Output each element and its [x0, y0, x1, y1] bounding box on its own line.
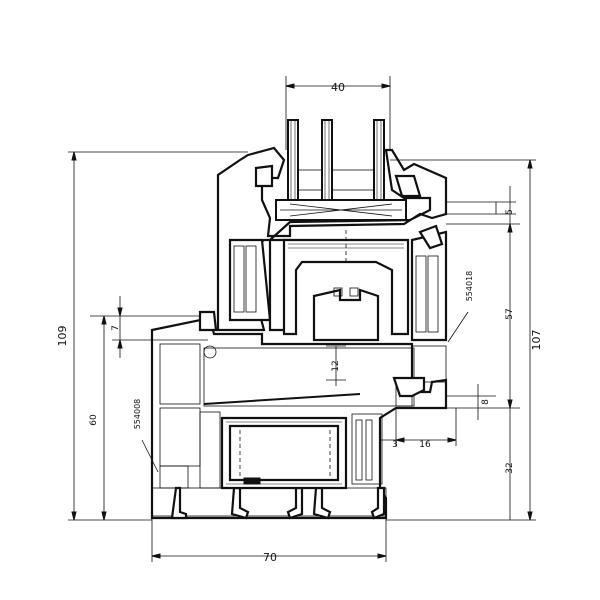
sash-reinforcement	[282, 230, 410, 342]
frame-code-label: 554008	[133, 399, 142, 430]
glass-pane-1	[287, 119, 299, 201]
glazing-block	[275, 199, 407, 221]
dimension-lines	[68, 76, 536, 562]
dim-left-total: 109	[56, 326, 69, 347]
dim-right-8: 8	[481, 399, 491, 405]
frame-reinforcement	[220, 416, 348, 490]
dim-top-width: 40	[331, 81, 345, 94]
spacer-1	[297, 169, 323, 191]
dim-left-7: 7	[111, 325, 121, 331]
dim-right-57: 57	[505, 308, 515, 319]
dim-bottom-width: 70	[263, 551, 277, 564]
dim-bottom-3: 3	[392, 440, 398, 450]
glazing-block-cross	[280, 203, 402, 217]
dim-right-total: 107	[530, 330, 543, 351]
sash-code-label: 554018	[465, 271, 474, 302]
profile-code-labels: 554018 554008	[133, 271, 474, 430]
glass-hatching	[290, 120, 382, 200]
dimension-labels: 40 70 109 60 7 107 57 32 5 8 12 3 16	[56, 81, 543, 564]
glass-pane-2	[321, 119, 333, 201]
glazing-unit	[275, 119, 407, 221]
dim-right-5: 5	[505, 209, 515, 215]
dim-left-60: 60	[89, 414, 99, 426]
dim-bottom-16: 16	[419, 440, 431, 450]
glass-pane-3	[373, 119, 385, 201]
dim-right-32: 32	[505, 462, 515, 473]
dim-center-12: 12	[331, 360, 341, 371]
spacer-2	[331, 169, 375, 191]
